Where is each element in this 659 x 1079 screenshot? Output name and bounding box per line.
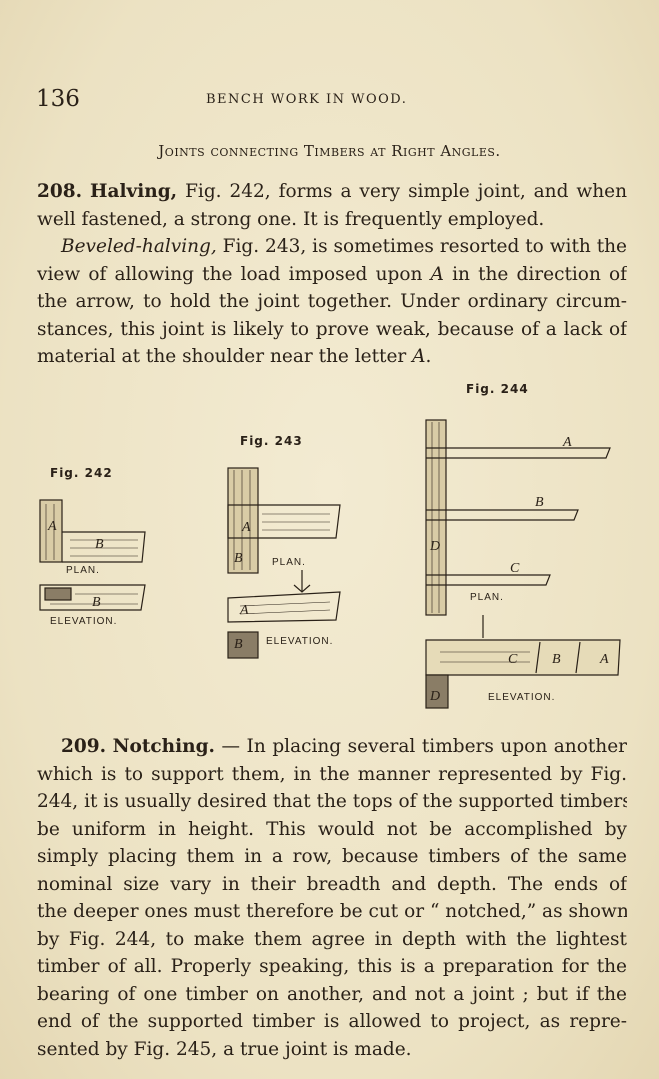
paragraph-209: 209. Notching. — In placing several timb…: [37, 733, 627, 1063]
beveled-line-3: the arrow, to hold the joint together. U…: [37, 291, 627, 312]
para-209-number: 209.: [61, 736, 107, 757]
para-209-line-7: the deeper ones must therefore be cut or…: [37, 901, 627, 922]
fig-242-elev-letter-b: B: [92, 595, 101, 610]
para-208-heading: Halving,: [90, 181, 178, 202]
fig-244-plan-caption: PLAN.: [470, 592, 504, 603]
para-209-line-11: end of the supported timber is allowed t…: [37, 1011, 627, 1032]
para-209-line-3: 244, it is usually desired that the tops…: [37, 791, 627, 812]
fig-244-elev-letter-c: C: [508, 652, 518, 667]
para-209-line-6: nominal size vary in their breadth and d…: [37, 873, 627, 895]
fig-242-label: Fig. 242: [50, 466, 113, 480]
fig-243-elev-letter-a: A: [239, 603, 249, 618]
para-209-heading: Notching.: [112, 736, 215, 757]
fig-243-plan: [227, 467, 341, 593]
fig-242-plan: [39, 499, 146, 563]
para-209-line-12: sented by Fig. 245, a true joint is made…: [37, 1038, 412, 1060]
para-209-line-1: 209. Notching. — In placing several timb…: [61, 736, 627, 757]
para-208-line-2: well fastened, a strong one. It is frequ…: [37, 208, 545, 230]
fig-244-label: Fig. 244: [466, 382, 529, 396]
para-209-line-8: by Fig. 244, to make them agree in depth…: [37, 928, 627, 950]
para-209-line-9: timber of all. Properly speaking, this i…: [37, 956, 627, 977]
para-209-line-2: which is to support them, in the manner …: [37, 763, 627, 785]
fig-242-letter-b: B: [95, 537, 104, 552]
page-header: 136 BENCH WORK IN WOOD.: [36, 86, 619, 116]
fig-242-plan-caption: PLAN.: [66, 565, 100, 576]
fig-243-elevation: [227, 591, 341, 659]
para-208-number: 208.: [37, 181, 83, 202]
paragraph-beveled-halving: Beveled-halving, Fig. 243, is sometimes …: [37, 233, 627, 371]
beveled-line-1: Beveled-halving, Fig. 243, is sometimes …: [61, 236, 627, 257]
fig-242-elevation-caption: ELEVATION.: [50, 616, 118, 627]
fig-244-letter-a: A: [562, 435, 572, 450]
fig-243-label: Fig. 243: [240, 434, 303, 448]
fig-244-elev-letter-d: D: [429, 689, 440, 704]
page-number: 136: [36, 86, 80, 112]
fig-243-plan-caption: PLAN.: [272, 557, 306, 568]
fig-244-elevation: [425, 639, 621, 709]
fig-243-elev-letter-b: B: [234, 637, 243, 652]
figures-illustration: A B B A B A B A B C D C B A D: [39, 419, 621, 709]
fig-242-letter-a: A: [47, 519, 57, 534]
fig-243-letter-b: B: [234, 551, 243, 566]
fig-243-elevation-caption: ELEVATION.: [266, 636, 334, 647]
para-209-line-4: be uniform in height. This would not be …: [37, 818, 627, 840]
fig-244-letter-d: D: [429, 539, 440, 554]
para-209-line-5: simply placing them in a row, because ti…: [37, 846, 627, 867]
beveled-line-2: view of allowing the load imposed upon A…: [37, 263, 627, 285]
fig-242-elevation: [39, 584, 146, 611]
beveled-line-5: material at the shoulder near the letter…: [37, 346, 432, 367]
para-209-line-10: bearing of one timber on another, and no…: [37, 983, 627, 1005]
fig-244-plan: [425, 419, 611, 638]
paragraph-208: 208. Halving, Fig. 242, forms a very sim…: [37, 178, 627, 233]
fig-244-elev-letter-a: A: [599, 652, 609, 667]
fig-244-elev-letter-b: B: [552, 652, 561, 667]
fig-244-letter-c: C: [510, 561, 520, 576]
para-208-line-1: 208. Halving, Fig. 242, forms a very sim…: [37, 181, 627, 202]
section-title: Joints connecting Timbers at Right Angle…: [158, 142, 501, 160]
running-head: BENCH WORK IN WOOD.: [206, 92, 408, 107]
fig-244-elevation-caption: ELEVATION.: [488, 692, 556, 703]
fig-243-letter-a: A: [241, 520, 251, 535]
beveled-line-4: stances, this joint is likely to prove w…: [37, 318, 627, 340]
fig-244-letter-b: B: [535, 495, 544, 510]
